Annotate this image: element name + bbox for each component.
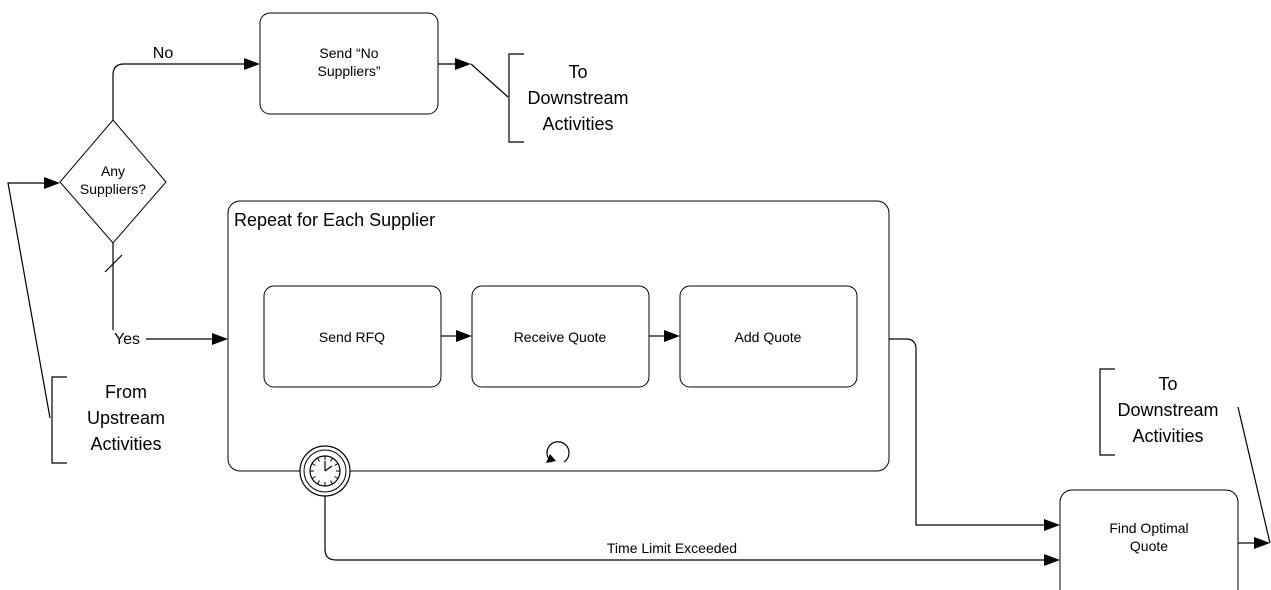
send-no-suppliers-line2: Suppliers” [317,63,380,79]
gateway-label-line1: Any [101,163,125,179]
clock-tick [330,457,333,462]
downstream-top-line1: To [568,62,587,82]
upstream-line2: Upstream [87,408,165,428]
receive-quote-label: Receive Quote [514,329,607,345]
association-line [470,63,509,98]
downstream-right-line2: Downstream [1117,400,1218,420]
association-line [1237,406,1271,544]
annotation-bracket [51,376,67,464]
arrowhead [1044,519,1060,531]
add-quote-label: Add Quote [735,329,802,345]
no-label: No [153,45,174,62]
add-quote-task [679,285,858,388]
flow-subprocess-to-find [889,338,1044,526]
timer-event-icon [299,445,351,497]
arrowhead [664,330,680,342]
find-optimal-line1: Find Optimal [1109,520,1188,536]
downstream-top-line3: Activities [542,114,613,134]
clock-tick [317,480,320,485]
arrowhead [456,330,472,342]
loop-marker-icon [546,441,570,463]
find-optimal-quote-task [1059,489,1239,590]
clock-tick [317,457,320,462]
flow-time-limit [324,496,1044,561]
clock-tick [330,480,333,485]
arrowhead [244,58,260,70]
clock-tick [311,476,316,479]
flow-from-upstream [7,182,51,419]
arrowhead [44,177,60,189]
upstream-line3: Activities [90,434,161,454]
arrowhead [1044,554,1060,566]
clock-tick [311,463,316,466]
downstream-right-line1: To [1158,374,1177,394]
upstream-line1: From [105,382,147,402]
yes-label: Yes [114,331,140,348]
downstream-right-line3: Activities [1132,426,1203,446]
arrowhead [455,58,471,70]
subprocess-title: Repeat for Each Supplier [234,210,435,230]
clock-tick [334,463,339,466]
gateway-label-line2: Suppliers? [80,181,146,197]
clock-tick [334,476,339,479]
send-no-suppliers-line1: Send “No [319,45,378,61]
find-optimal-line2: Quote [1130,538,1168,554]
annotation-bracket [1099,368,1115,456]
annotation-bracket [508,53,524,143]
send-rfq-label: Send RFQ [319,329,385,345]
time-limit-label: Time Limit Exceeded [607,540,737,556]
downstream-top-line2: Downstream [527,88,628,108]
flow-no [112,63,248,120]
arrowhead [212,333,228,345]
arrowhead [1254,537,1270,549]
default-flow-marker [104,254,123,273]
